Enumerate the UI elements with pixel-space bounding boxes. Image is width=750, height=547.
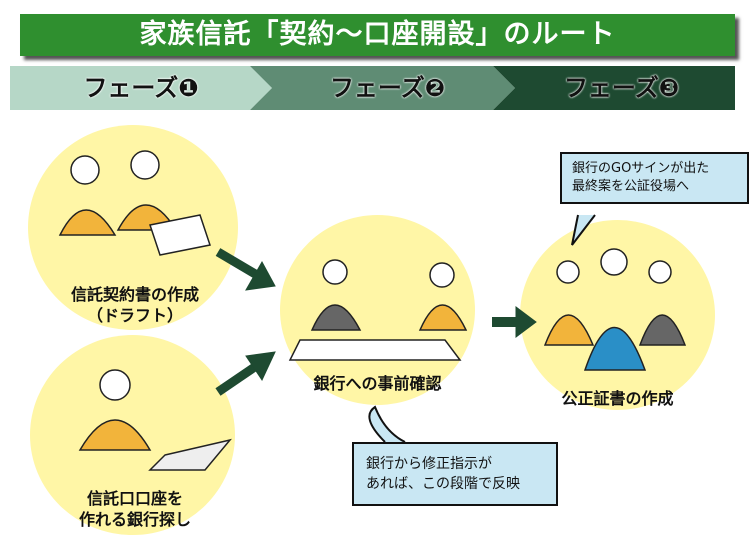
- phase-1: フェーズ❶: [10, 66, 272, 110]
- callout-fix-line2: あれば、この段階で反映: [366, 476, 520, 492]
- callout-go-sign: 銀行のGOサインが出た 最終案を公証役場へ: [560, 152, 749, 204]
- phase-2: フェーズ❷: [250, 66, 515, 110]
- step-bank-search-line1: 信託口口座を: [86, 489, 183, 508]
- step-bank-search-line2: 作れる銀行探し: [78, 510, 191, 529]
- step-draft-label: 信託契約書の作成 （ドラフト）: [40, 284, 230, 326]
- callout-fix: 銀行から修正指示が あれば、この段階で反映: [352, 442, 558, 506]
- phase-3: フェーズ❸: [493, 66, 735, 110]
- step-draft-line1: 信託契約書の作成: [70, 285, 199, 304]
- callout-go-sign-line1: 銀行のGOサインが出た: [572, 161, 710, 176]
- callout-go-sign-line2: 最終案を公証役場へ: [572, 179, 690, 194]
- step-draft-line2: （ドラフト）: [86, 306, 183, 325]
- arrow-icon: [215, 248, 537, 396]
- step-bank-search-label: 信託口口座を 作れる銀行探し: [40, 488, 230, 530]
- people-illustration: [58, 150, 687, 471]
- callout-fix-line1: 銀行から修正指示が: [366, 456, 492, 472]
- step-bank-check-label: 銀行への事前確認: [313, 374, 442, 393]
- step-notary-label: 公正証書の作成: [561, 389, 674, 408]
- callout-tail: [368, 214, 596, 443]
- page-title: 家族信託「契約〜口座開設」のルート: [20, 14, 735, 56]
